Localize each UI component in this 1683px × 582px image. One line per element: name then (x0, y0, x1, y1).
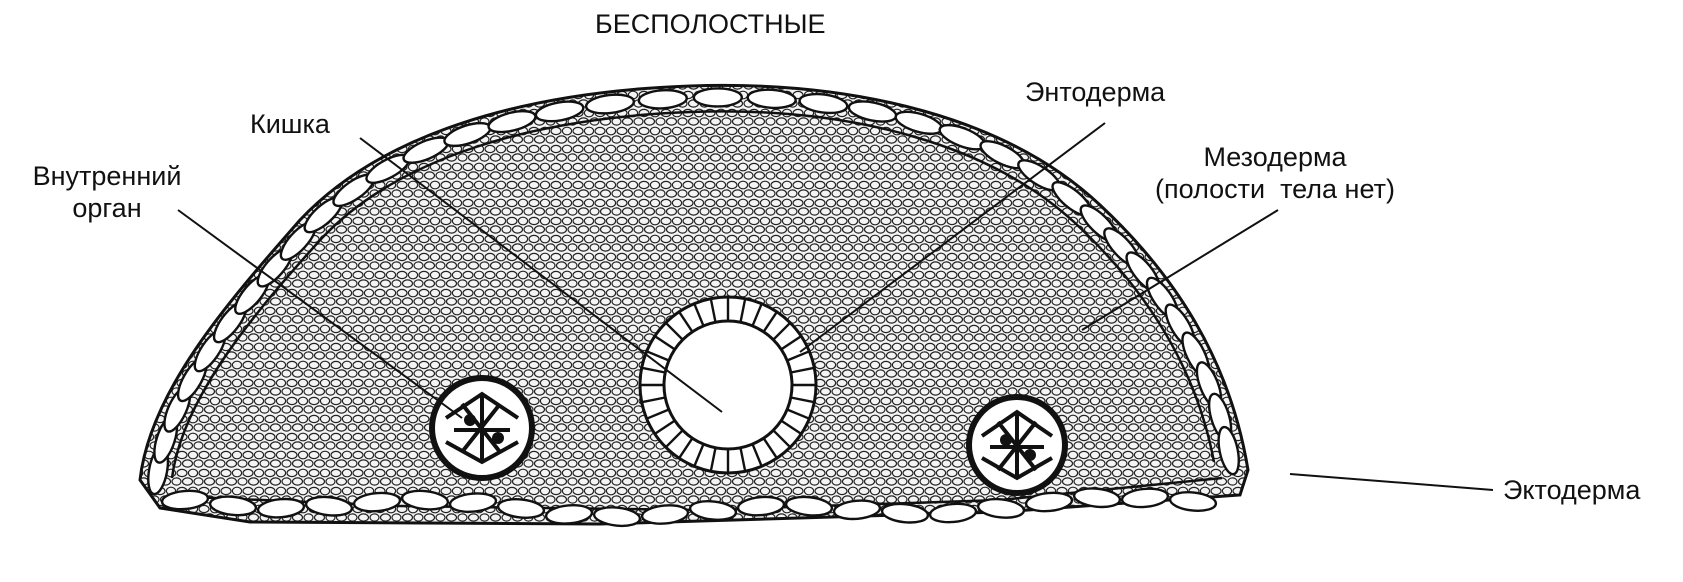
gut-lumen (664, 321, 792, 449)
label-mesoderm-line2: (полости тела нет) (1130, 173, 1420, 205)
ectoderm-cell (694, 88, 742, 106)
internal-organ-left (432, 378, 532, 478)
diagram-title: БЕСПОЛОСТНЫЕ (595, 8, 895, 40)
internal-organ-right (969, 397, 1065, 493)
label-internal-organ-line2: орган (12, 192, 202, 224)
label-gut: Кишка (250, 108, 330, 140)
label-mesoderm: Мезодерма (полости тела нет) (1130, 141, 1420, 205)
label-ectoderm: Эктодерма (1503, 474, 1640, 506)
gut (640, 297, 816, 473)
label-endoderm: Энтодерма (1025, 76, 1165, 108)
label-mesoderm-line1: Мезодерма (1130, 141, 1420, 173)
label-internal-organ-line1: Внутренний (12, 160, 202, 192)
leader-ectoderm (1290, 474, 1493, 490)
label-internal-organ: Внутренний орган (12, 160, 202, 224)
